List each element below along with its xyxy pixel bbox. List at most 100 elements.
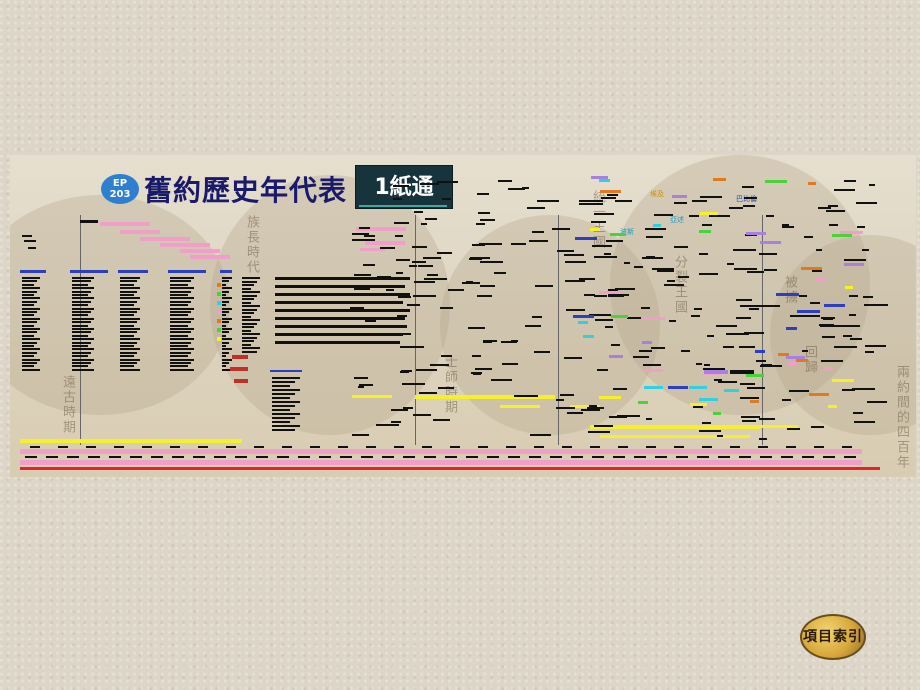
timeline-mark (425, 218, 437, 220)
index-button[interactable]: 項目索引 (800, 614, 866, 660)
timeline-tick (214, 456, 226, 458)
timeline-mark (394, 222, 409, 224)
list-entry (170, 287, 194, 290)
timeline-tick (802, 456, 814, 458)
timeline-mark (699, 430, 721, 432)
map-label: 埃及 (650, 190, 664, 198)
list-entry (242, 340, 254, 342)
list-entry (272, 397, 290, 399)
timeline-mark (364, 235, 375, 237)
list-entry (120, 341, 137, 344)
timeline-mark (473, 373, 481, 375)
list-entry (222, 294, 226, 296)
timeline-mark (759, 438, 767, 440)
timeline-tick (466, 456, 478, 458)
timeline-mark (699, 273, 718, 275)
timeline-tick (781, 456, 793, 458)
timeline-mark (421, 223, 427, 225)
timeline-mark (646, 418, 652, 420)
list-entry (22, 348, 40, 351)
timeline-mark (466, 281, 473, 283)
timeline-mark (681, 350, 690, 352)
timeline-mark (615, 288, 635, 290)
timeline-mark (595, 319, 613, 321)
timeline-mark (552, 228, 570, 230)
marker (217, 283, 221, 287)
list-entry (120, 324, 134, 327)
column-header (20, 270, 46, 273)
timeline-tick (30, 446, 40, 448)
timeline-mark (532, 316, 542, 318)
timeline-mark (844, 259, 866, 261)
timeline-tick (613, 456, 625, 458)
timeline-tick (254, 446, 264, 448)
timeline-bar (230, 367, 248, 371)
timeline-tick (361, 456, 373, 458)
timeline-mark (645, 228, 666, 230)
timeline-mark (752, 271, 764, 273)
list-entry (22, 351, 37, 354)
timeline-accent (746, 374, 764, 377)
list-entry (272, 401, 300, 403)
timeline-accent (824, 304, 845, 307)
list-entry (72, 290, 91, 293)
list-entry (72, 300, 91, 303)
timeline-mark (692, 200, 707, 202)
timeline-tick (739, 456, 751, 458)
timeline-mark (438, 387, 454, 389)
list-entry (120, 314, 134, 317)
timeline-bar (730, 370, 754, 374)
timeline-mark (702, 422, 711, 424)
timeline-mark (869, 184, 875, 186)
timeline-tick (842, 446, 852, 448)
timeline-accent (573, 315, 594, 318)
marker (217, 292, 221, 296)
timeline-bar (790, 315, 820, 317)
timeline-bar (275, 333, 403, 336)
list-entry (22, 277, 40, 279)
list-entry (272, 409, 290, 411)
timeline-accent (786, 327, 797, 330)
list-entry (222, 283, 226, 286)
timeline-mark (427, 274, 438, 276)
timeline-mark (430, 364, 449, 366)
timeline-accent (578, 321, 588, 324)
timeline-mark (424, 278, 447, 280)
list-entry (222, 334, 226, 337)
era-label: 兩約間的四百年 (894, 365, 909, 470)
timeline-accent (713, 178, 726, 181)
timeline-tick (450, 446, 460, 448)
timeline-mark (472, 355, 481, 357)
timeline-accent (699, 398, 718, 401)
list-entry (272, 425, 300, 427)
list-entry (22, 314, 34, 317)
list-entry (222, 348, 232, 351)
timeline-mark (641, 307, 650, 309)
timeline-tick (697, 456, 709, 458)
timeline-tick (550, 456, 562, 458)
list-entry (170, 304, 188, 307)
list-entry (120, 297, 140, 300)
timeline-mark (823, 318, 833, 320)
list-entry (120, 348, 140, 351)
list-entry (72, 294, 88, 296)
list-entry (22, 287, 40, 290)
timeline-mark (591, 221, 606, 223)
timeline-tick (109, 456, 121, 458)
timeline-mark (646, 256, 655, 258)
list-entry (72, 368, 94, 371)
timeline-tick (760, 456, 772, 458)
timeline-mark (699, 253, 708, 255)
timeline-tick (590, 446, 600, 448)
timeline-accent (809, 393, 829, 396)
timeline-tick (256, 456, 268, 458)
timeline-bar (570, 405, 600, 408)
timeline-tick (823, 456, 835, 458)
timeline-tick (25, 456, 37, 458)
timeline-mark (726, 333, 749, 335)
timeline-mark (811, 426, 824, 428)
timeline-bar (415, 395, 555, 399)
list-entry (170, 311, 191, 313)
list-entry (222, 287, 232, 290)
list-entry (120, 294, 134, 296)
